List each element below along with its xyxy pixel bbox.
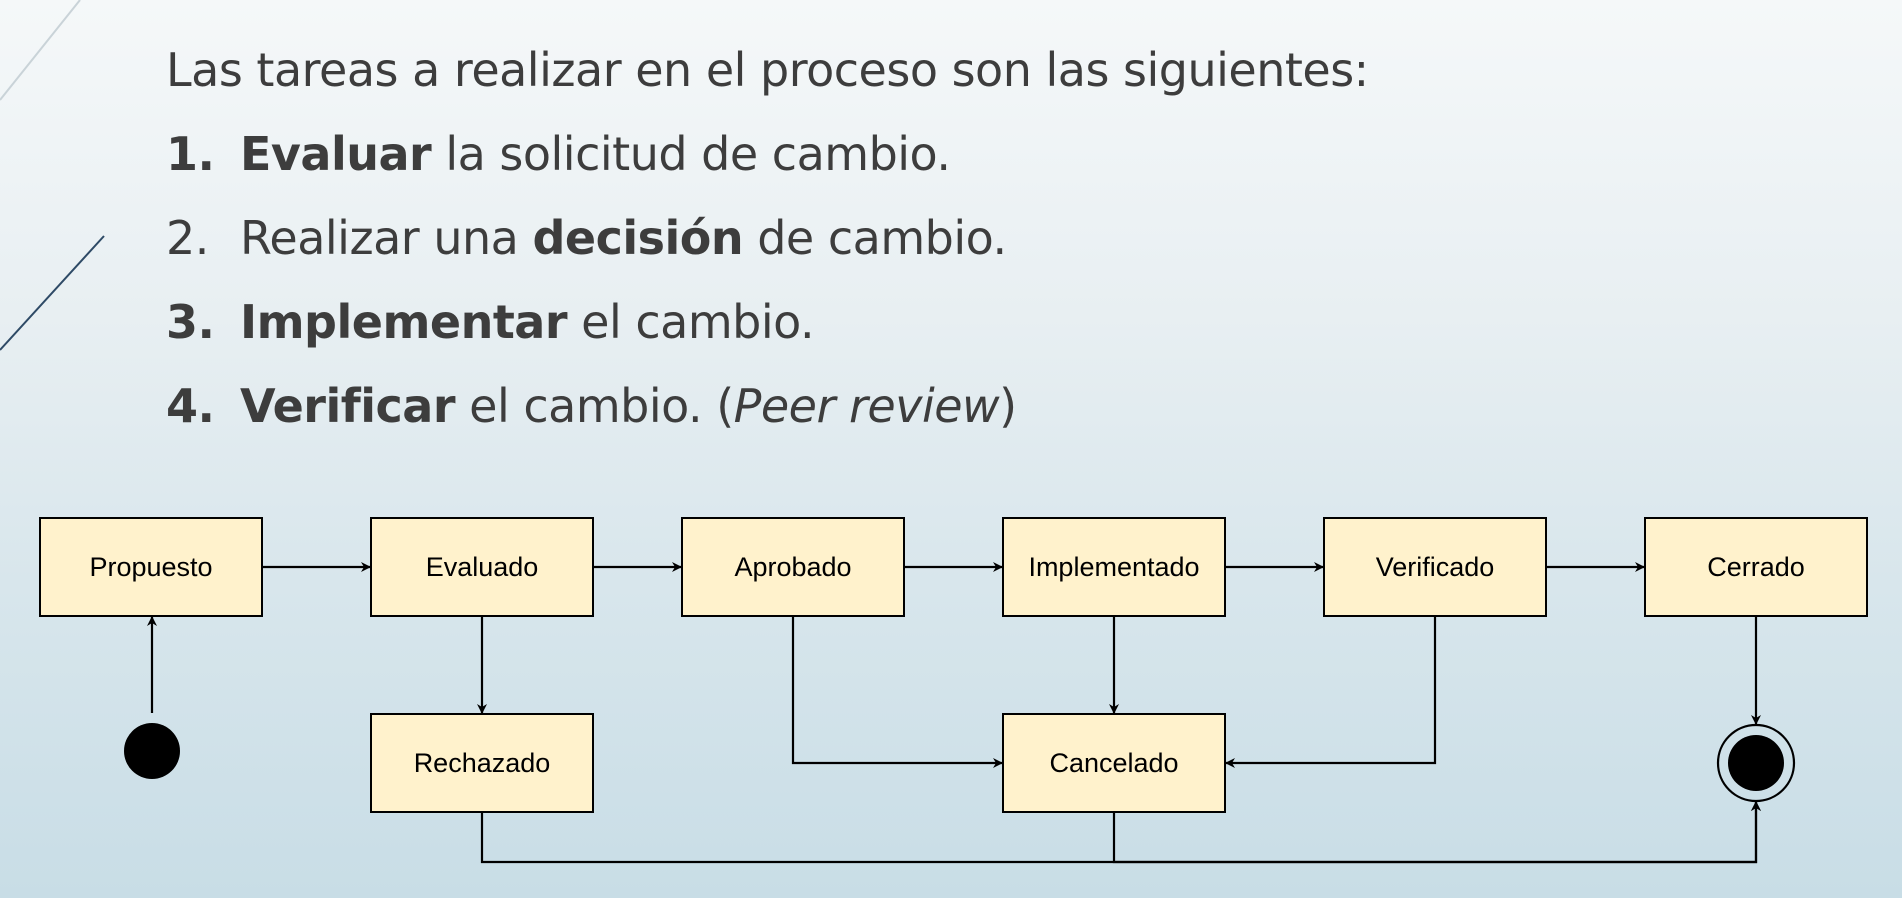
transition-verificado-to-cancelado (1225, 616, 1437, 768)
task-number: 4. (166, 379, 215, 433)
initial-state-node (124, 723, 180, 779)
state-implementado: Implementado (1002, 517, 1226, 617)
final-state-node (1716, 723, 1796, 803)
state-aprobado: Aprobado (681, 517, 905, 617)
task-number: 1. (166, 127, 215, 181)
state-label: Cancelado (1049, 748, 1178, 778)
state-box (1644, 517, 1868, 617)
state-cerrado: Cerrado (1644, 517, 1868, 617)
task-item-3: 3.Implementar el cambio. (166, 280, 1369, 364)
state-cancelado: Cancelado (1002, 713, 1226, 813)
state-label: Aprobado (734, 552, 851, 582)
state-label: Verificado (1376, 552, 1495, 582)
state-label: Rechazado (414, 748, 551, 778)
state-label: Cerrado (1707, 552, 1805, 582)
state-label: Implementado (1028, 552, 1199, 582)
state-label: Evaluado (426, 552, 539, 582)
state-label: Propuesto (89, 552, 212, 582)
task-list: Las tareas a realizar en el proceso son … (166, 28, 1369, 448)
task-item-4: 4.Verificar el cambio. (Peer review) (166, 364, 1369, 448)
state-box (370, 713, 594, 813)
state-verificado: Verificado (1323, 517, 1547, 617)
transition-cancelado-to-final (1112, 801, 1761, 864)
transitions (147, 562, 1761, 864)
intro-text: Las tareas a realizar en el proceso son … (166, 43, 1369, 97)
transition-aprobado-to-cancelado (791, 616, 1003, 768)
state-box (370, 517, 594, 617)
state-evaluado: Evaluado (370, 517, 594, 617)
state-box (1323, 517, 1547, 617)
final-state-core (1728, 735, 1784, 791)
task-item-1: 1.Evaluar la solicitud de cambio. (166, 112, 1369, 196)
state-box (39, 517, 263, 617)
task-number: 2. (166, 211, 209, 265)
state-box (1002, 713, 1226, 813)
state-propuesto: Propuesto (39, 517, 263, 617)
state-rechazado: Rechazado (370, 713, 594, 813)
task-number: 3. (166, 295, 215, 349)
task-item-2: 2.Realizar una decisión de cambio. (166, 196, 1369, 280)
states: Propuesto Evaluado Aprobado Implementado Ver… (39, 517, 1868, 813)
state-box (681, 517, 905, 617)
state-box (1002, 517, 1226, 617)
